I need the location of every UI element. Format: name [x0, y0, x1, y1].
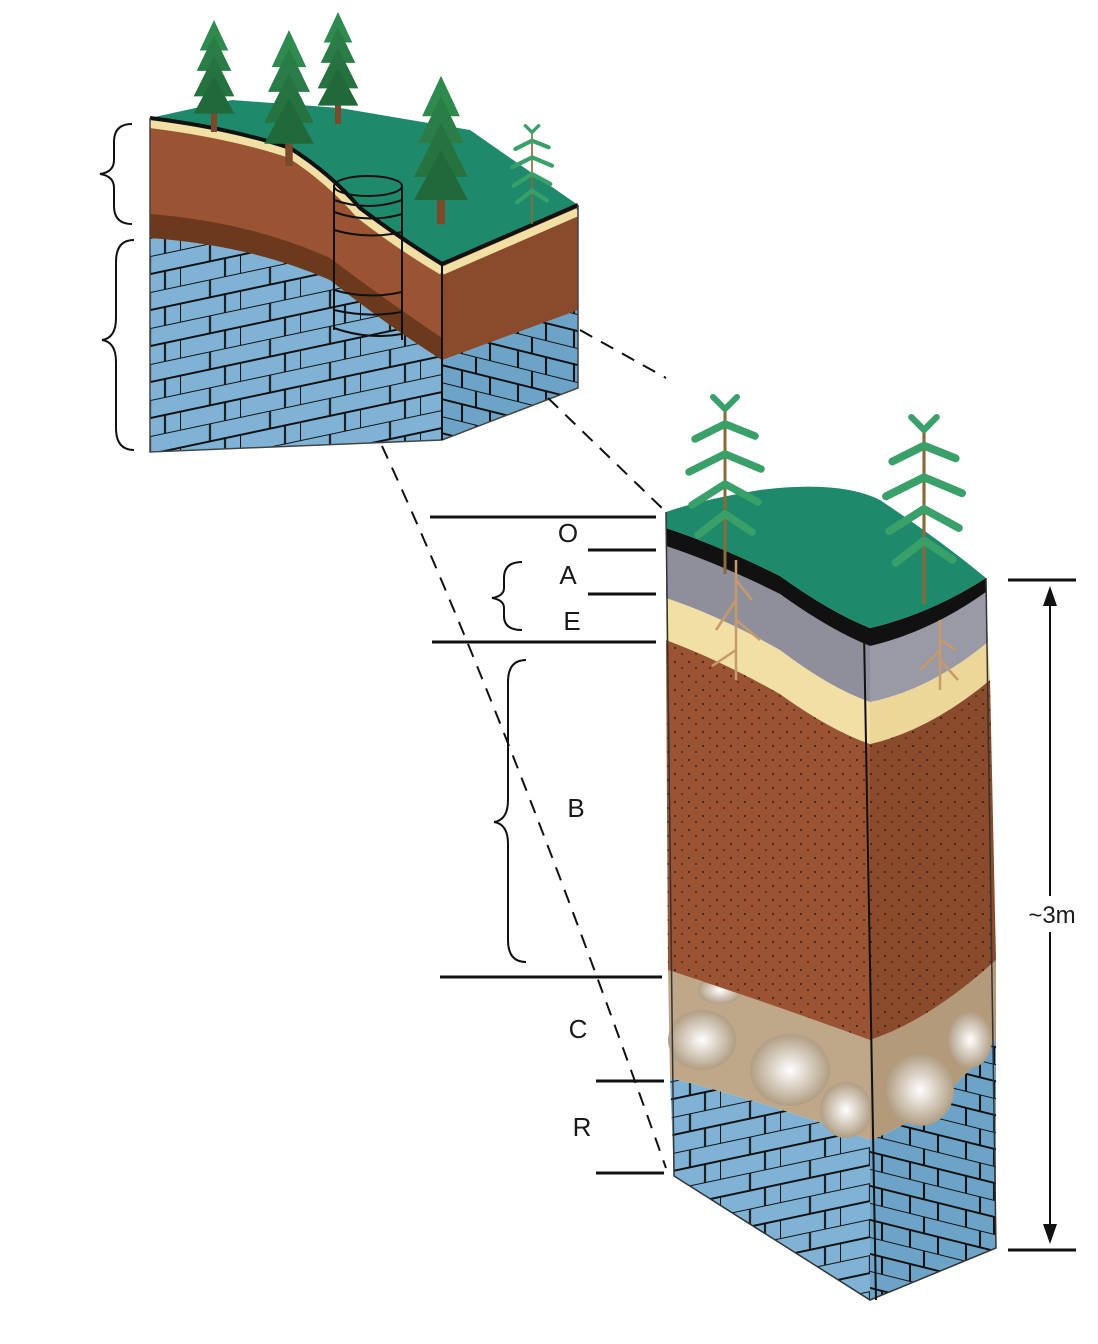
landscape-bedrock-brace — [101, 239, 135, 451]
landscape-bedrock — [150, 228, 442, 452]
core-sample-outline — [333, 175, 403, 340]
horizon-label-c: C — [569, 1014, 588, 1044]
horizon-boundaries — [430, 515, 664, 1175]
projection-lines — [381, 329, 667, 1169]
ae-brace — [491, 561, 523, 631]
horizon-label-a: A — [559, 560, 577, 590]
horizon-r-layer — [670, 1078, 870, 1300]
depth-arrow-up-icon — [1043, 586, 1057, 606]
depth-label: ~3m — [1028, 902, 1075, 929]
depth-arrow-down-icon — [1043, 1224, 1057, 1244]
soil-column — [665, 397, 997, 1301]
horizon-label-e: E — [563, 606, 580, 636]
landscape-soil-side — [442, 206, 578, 360]
horizon-e-layer — [666, 598, 870, 744]
horizon-a-layer — [666, 546, 870, 702]
landscape-soil-brace — [99, 123, 133, 225]
landscape-bedrock-side — [442, 300, 578, 440]
landscape-grass-top — [150, 100, 578, 265]
horizon-label-r: R — [573, 1112, 592, 1142]
horizon-label-o: O — [558, 518, 578, 548]
horizon-o-layer — [666, 528, 986, 646]
horizon-label-b: B — [567, 793, 584, 823]
landscape-block — [99, 12, 580, 453]
plant-roots — [711, 560, 959, 690]
b-brace — [493, 659, 527, 963]
